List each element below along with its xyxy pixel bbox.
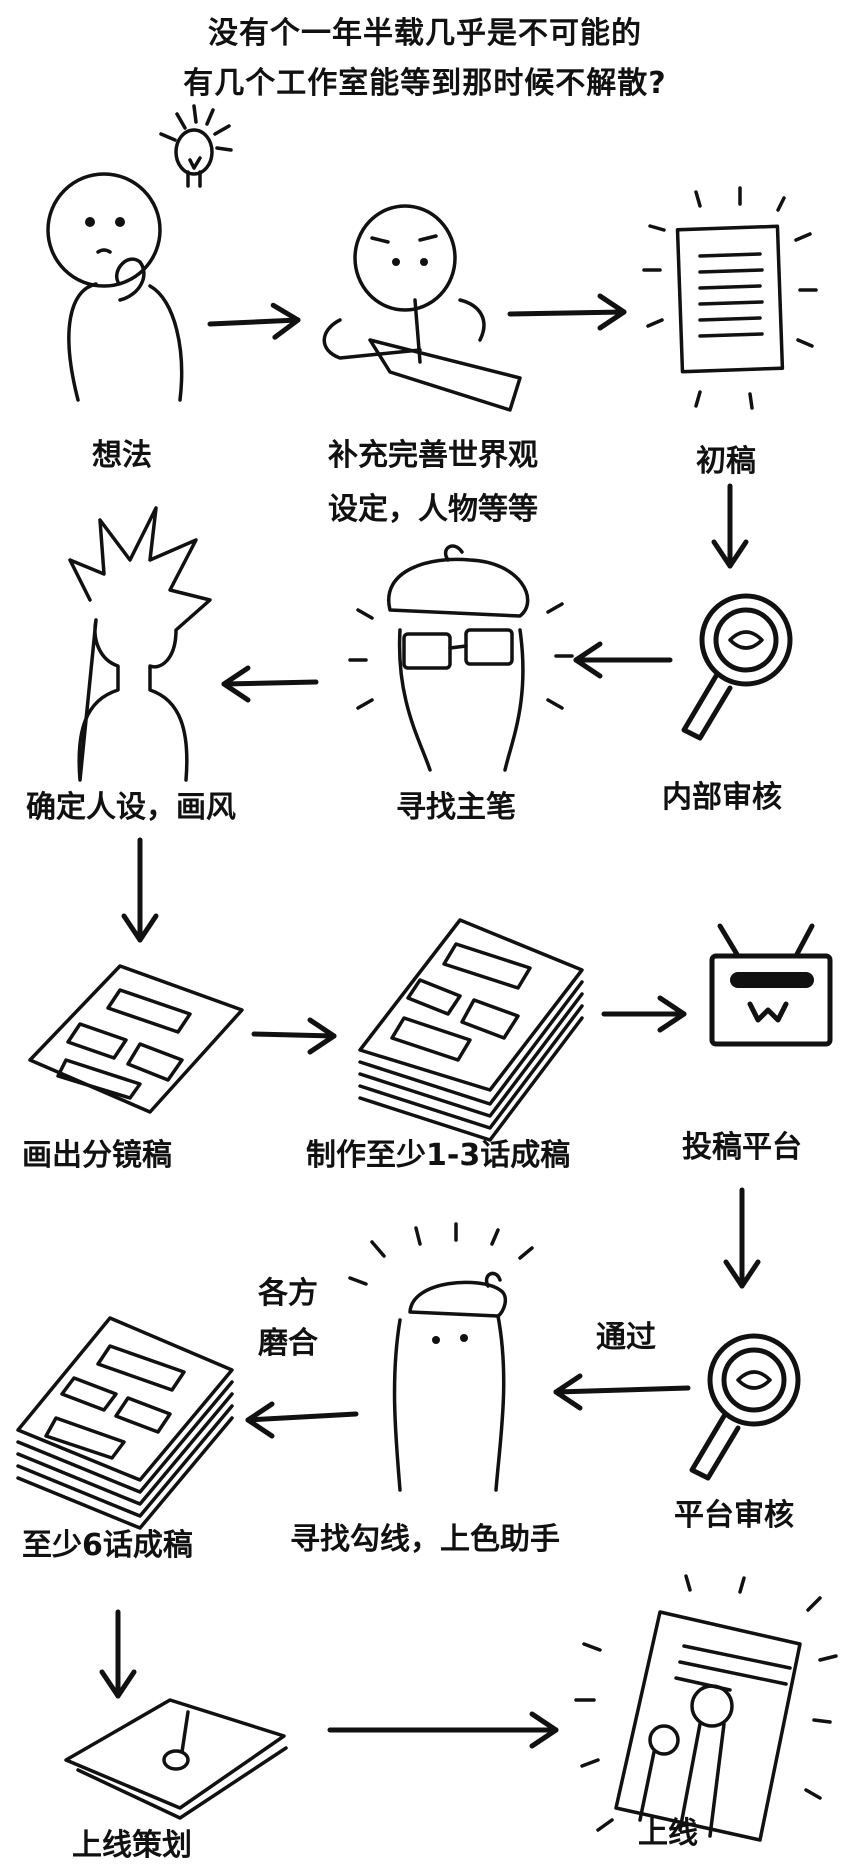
storyboard-sheet-icon (28, 964, 244, 1114)
draft-document-icon (642, 186, 818, 410)
step-label-storyboard: 画出分镜稿 (22, 1138, 172, 1173)
step-label-idea: 想法 (92, 438, 152, 473)
artist-with-glasses-icon (348, 544, 574, 772)
step-label-find-lead-artist: 寻找主笔 (396, 790, 516, 825)
step-label-first-draft: 初稿 (696, 444, 756, 479)
title-line-1: 没有个一年半载几乎是不可能的 (208, 16, 642, 51)
six-chapter-stack-icon (16, 1316, 234, 1530)
platform-tv-logo-icon (709, 923, 833, 1047)
annotation-coordination-line2: 磨合 (258, 1326, 318, 1361)
step-label-submit-platform: 投稿平台 (682, 1130, 802, 1165)
step-label-worldbuilding-line2: 设定，人物等等 (328, 492, 538, 527)
magnifier-icon-internal-review (681, 593, 793, 741)
writing-person-icon (322, 204, 522, 412)
character-design-silhouette-icon (68, 506, 212, 782)
planning-folder-icon (64, 1698, 288, 1820)
manuscript-stack-icon (358, 918, 584, 1142)
step-label-six-chapters: 至少6话成稿 (22, 1528, 193, 1563)
step-label-find-assistants: 寻找勾线，上色助手 (290, 1522, 560, 1557)
annotation-coordination-line1: 各方 (258, 1276, 318, 1311)
step-label-launch: 上线 (638, 1816, 698, 1851)
assistant-person-icon (348, 1222, 534, 1492)
step-label-launch-planning: 上线策划 (72, 1828, 192, 1863)
thinking-person-icon (46, 104, 233, 402)
annotation-passed: 通过 (596, 1320, 656, 1355)
step-label-character-design: 确定人设，画风 (26, 790, 236, 825)
step-label-internal-review: 内部审核 (662, 780, 782, 815)
magnifier-icon-platform-review (689, 1333, 801, 1481)
title-line-2: 有几个工作室能等到那时候不解散? (183, 66, 667, 101)
step-label-platform-review: 平台审核 (674, 1498, 794, 1533)
launch-poster-icon (574, 1574, 838, 1842)
step-label-make-chapters: 制作至少1-3话成稿 (306, 1138, 571, 1173)
step-label-worldbuilding-line1: 补充完善世界观 (328, 438, 538, 473)
